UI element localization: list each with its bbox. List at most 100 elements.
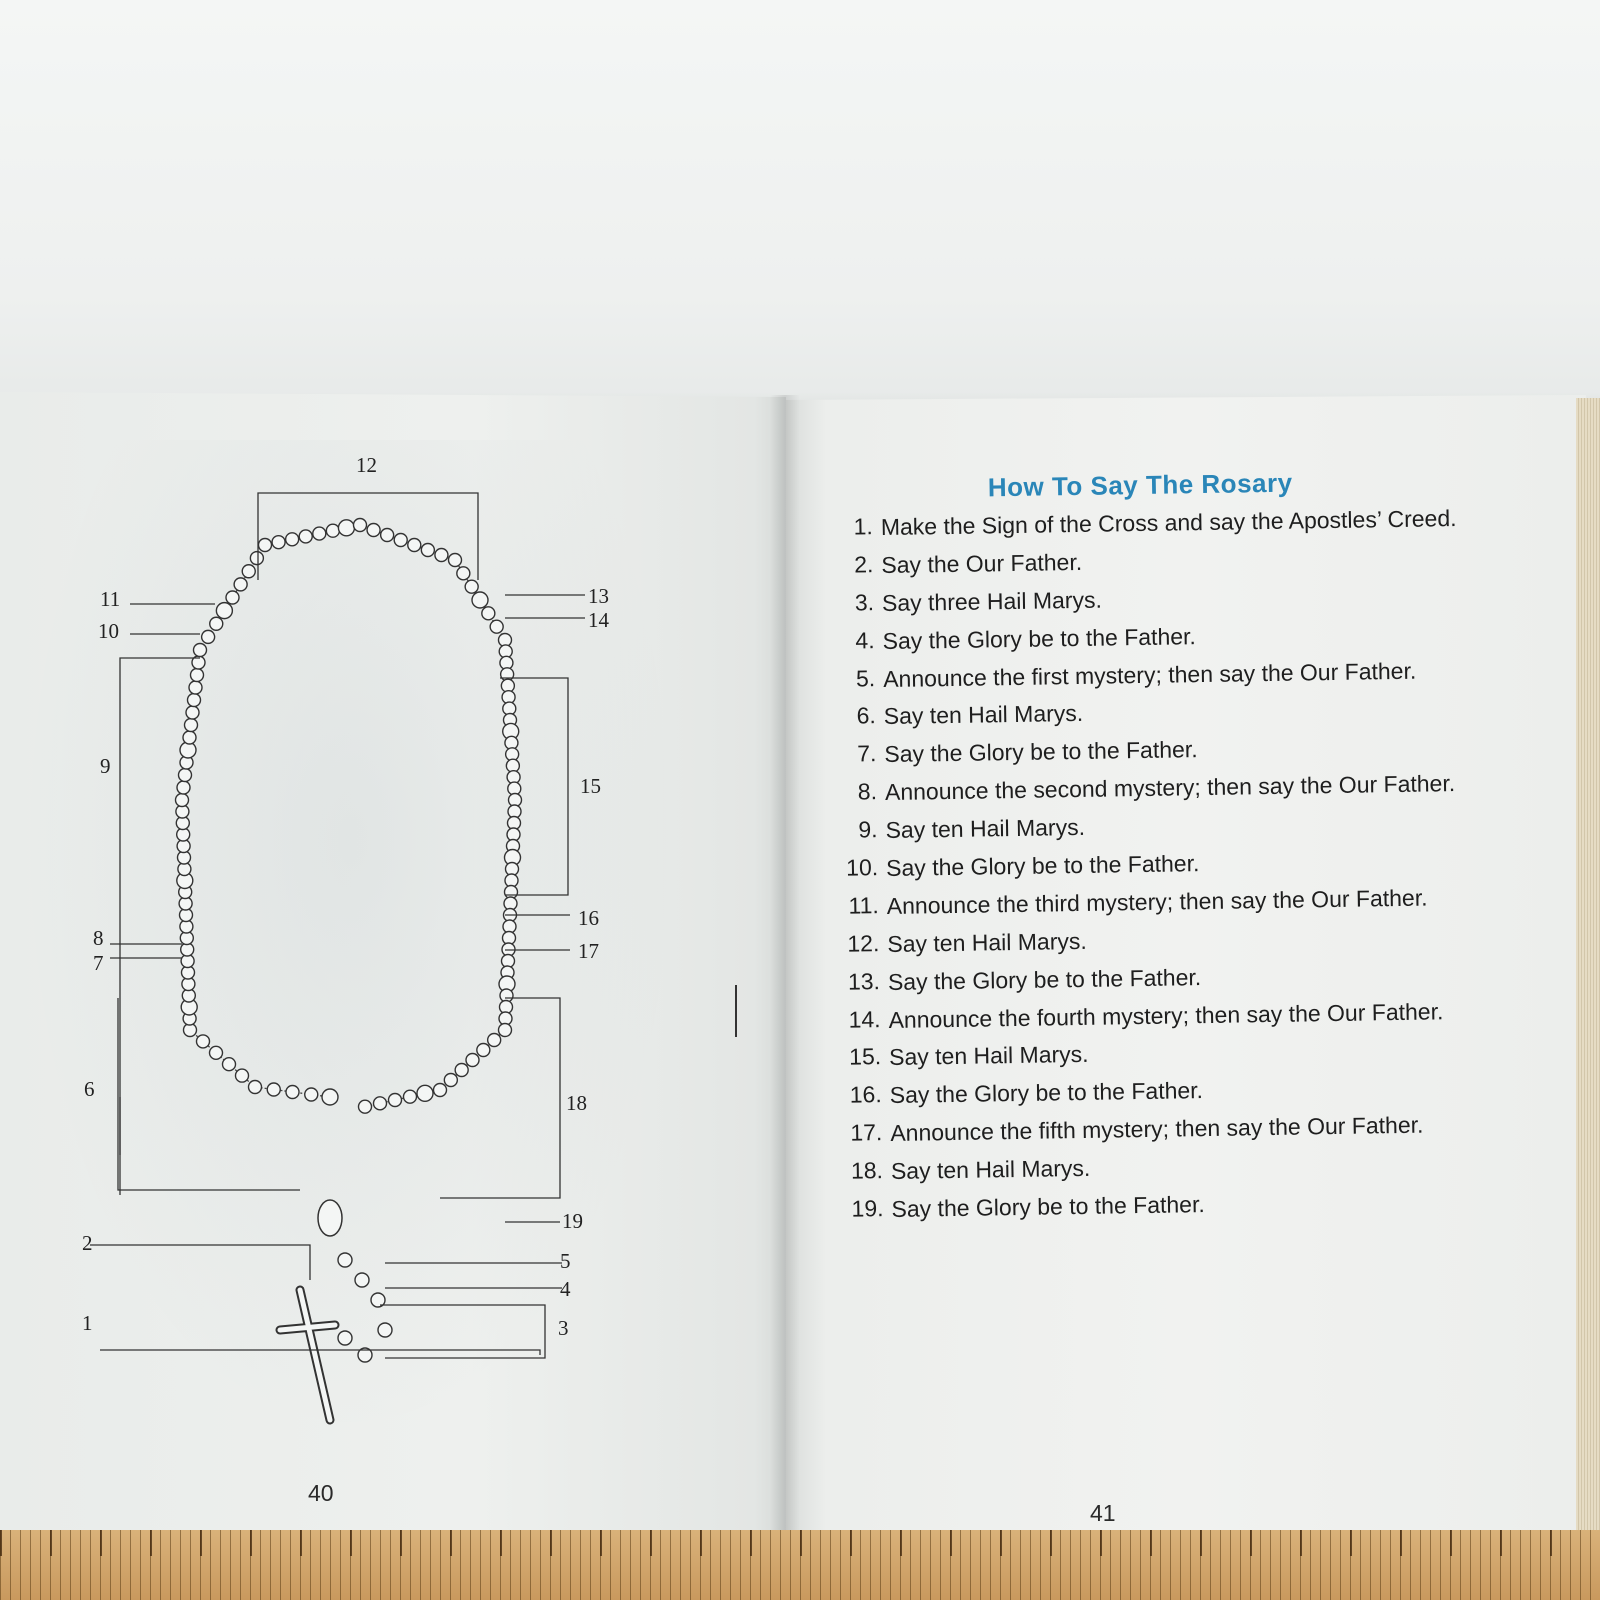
rosary-medal (317, 1199, 343, 1237)
step-text: Say ten Hail Marys. (885, 814, 1086, 844)
rosary-bead (337, 1252, 353, 1268)
rosary-bead (174, 792, 190, 808)
rosary-bead (185, 705, 200, 720)
rosary-bead (183, 717, 199, 733)
rosary-bead (304, 1087, 319, 1102)
rosary-bead (195, 1034, 211, 1049)
step-text: Announce the second mystery; then say th… (884, 770, 1456, 806)
rosary-bead (387, 1092, 403, 1108)
rosary-bead (200, 629, 216, 645)
diagram-label: 5 (560, 1249, 571, 1273)
step-number: 10. (845, 854, 879, 881)
rosary-bead (486, 1032, 502, 1048)
step-text: Announce the fifth mystery; then say the… (890, 1111, 1424, 1147)
rosary-bead (481, 606, 496, 621)
rosary-bead (454, 1062, 469, 1078)
rosary-bead (456, 566, 471, 581)
step-text: Say the Glory be to the Father. (884, 736, 1198, 768)
rosary-bead (266, 1082, 281, 1097)
ruler-major-ticks (0, 1530, 1600, 1556)
left-page-number: 40 (308, 1480, 334, 1506)
step-item: 19. Say the Glory be to the Father. (831, 1186, 1471, 1226)
step-item: 1.Make the Sign of the Cross and say the… (821, 504, 1461, 544)
step-item: 13.Say the Glory be to the Father. (828, 959, 1468, 999)
step-item: 7. Say the Glory be to the Father. (824, 731, 1464, 771)
rosary-bead (447, 552, 463, 568)
step-text: Say the Glory be to the Father. (882, 622, 1197, 654)
step-item: 12.Say ten Hail Marys. (827, 921, 1467, 961)
step-text: Say ten Hail Marys. (887, 927, 1087, 957)
diagram-label: 3 (558, 1316, 569, 1340)
step-number: 9. (858, 816, 878, 843)
rosary-bead (285, 1084, 300, 1100)
step-text: Say the Glory be to the Father. (889, 1077, 1204, 1109)
step-number: 12. (847, 929, 880, 957)
diagram-bracket (257, 492, 479, 580)
rosary-bead (182, 730, 197, 745)
diagram-bracket (117, 998, 300, 1191)
diagram-bracket (380, 1304, 546, 1359)
diagram-label: 9 (100, 754, 111, 778)
diagram-label: 16 (578, 906, 599, 930)
rosary-bead (489, 619, 504, 634)
rosary-bead (249, 550, 265, 566)
diagram-bracket (500, 677, 569, 896)
wooden-ruler (0, 1530, 1600, 1600)
rosary-bead (420, 542, 436, 558)
step-text: Announce the fourth mystery; then say th… (888, 997, 1444, 1033)
rosary-bead (225, 590, 240, 605)
step-item: 16.Say the Glory be to the Father. (830, 1072, 1470, 1112)
rosary-bead (247, 1079, 263, 1095)
step-item: 11.Announce the third mystery; then say … (827, 883, 1467, 923)
step-text: Say three Hail Marys. (881, 586, 1103, 616)
step-item: 9. Say ten Hail Marys. (825, 807, 1465, 847)
diagram-label: 8 (93, 926, 104, 950)
step-text: Say ten Hail Marys. (888, 1041, 1089, 1071)
diagram-label: 11 (100, 587, 120, 611)
rosary-bead (416, 1084, 434, 1103)
show-through-bleed (20, 440, 680, 1440)
rosary-bead (271, 534, 286, 550)
rosary-bead (407, 537, 422, 553)
step-text: Say ten Hail Marys. (883, 700, 1084, 730)
diagram-label: 1 (82, 1311, 93, 1335)
rosary-bead (325, 523, 341, 538)
step-number: 7. (856, 740, 877, 767)
step-number: 13. (847, 967, 881, 995)
rosary-bead (476, 1042, 491, 1058)
step-item: 4.Say the Glory be to the Father. (822, 618, 1462, 658)
diagram-label: 7 (93, 951, 104, 975)
rosary-bead (233, 577, 248, 592)
rosary-bead (337, 519, 356, 537)
book-gutter (770, 395, 800, 1545)
rosary-bead (176, 780, 191, 795)
rosary-bead (192, 642, 208, 658)
step-number: 6. (856, 702, 876, 729)
rosary-bead (432, 1082, 448, 1098)
step-number: 11. (848, 892, 879, 919)
step-number: 3. (854, 588, 875, 616)
rosary-bead (298, 529, 313, 544)
diagram-label: 12 (356, 453, 377, 477)
diagram-label: 18 (566, 1091, 587, 1115)
step-number: 19. (851, 1195, 884, 1222)
rosary-bead (379, 527, 395, 543)
diagram-label: 10 (98, 619, 119, 643)
rosary-bead (209, 616, 224, 631)
diagram-bracket (90, 1244, 311, 1280)
diagram-label: 19 (562, 1209, 583, 1233)
rosary-brackets (90, 492, 585, 1359)
step-item: 3.Say three Hail Marys. (822, 580, 1462, 620)
step-text: Say the Glory be to the Father. (891, 1191, 1205, 1222)
rosary-bead (434, 547, 449, 563)
diagram-bracket (440, 997, 561, 1199)
rosary-bead (312, 526, 327, 541)
rosary-bead (357, 1099, 373, 1114)
step-number: 15. (848, 1043, 882, 1071)
rosary-bead (189, 667, 205, 683)
right-page (786, 395, 1586, 1545)
rosary-bead (497, 1022, 513, 1038)
